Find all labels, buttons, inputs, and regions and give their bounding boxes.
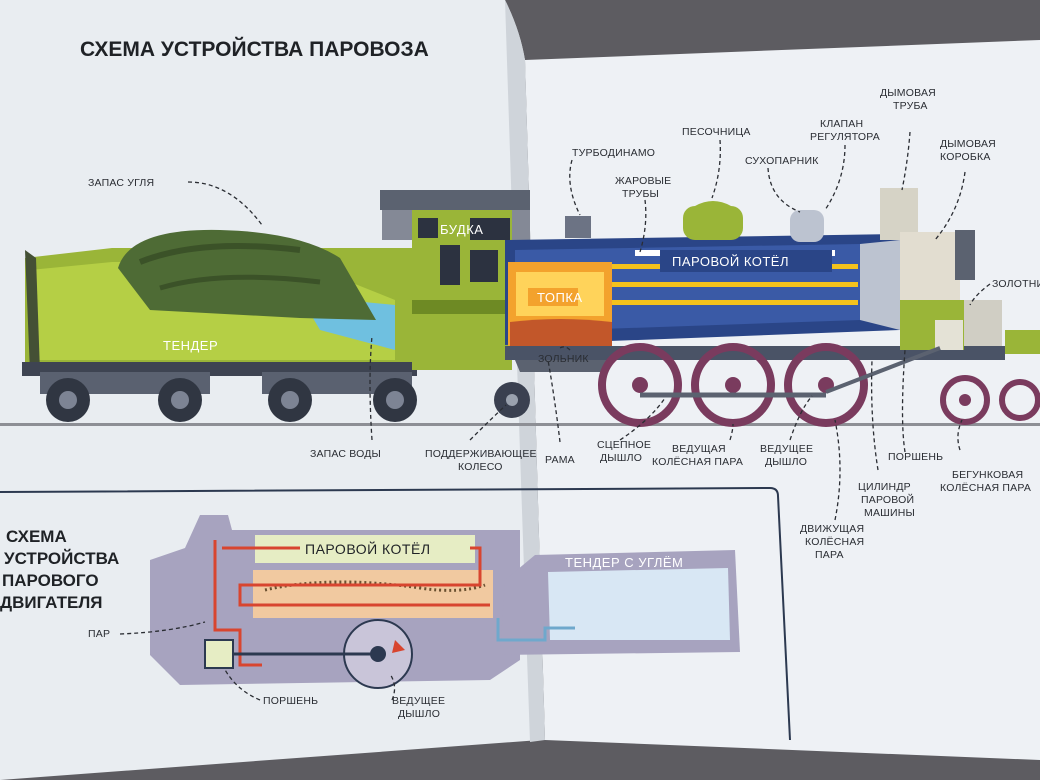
scheme-boiler-label: ПАРОВОЙ КОТЁЛ bbox=[305, 540, 431, 557]
steam-leader bbox=[119, 621, 206, 635]
coal-supply-leader bbox=[187, 181, 263, 226]
steam-label: ПАР bbox=[88, 628, 110, 640]
coupling-rod-label: СЦЕПНОЕ ДЫШЛО bbox=[597, 439, 654, 464]
driving-pair-label: ВЕДУЩАЯ КОЛЁСНАЯ ПАРА bbox=[652, 443, 743, 468]
boiler-label: ПАРОВОЙ КОТЁЛ bbox=[672, 254, 789, 269]
scheme-tender-label: ТЕНДЕР С УГЛЁМ bbox=[565, 555, 683, 570]
turbo-leader bbox=[569, 159, 581, 216]
scheme-boiler-body bbox=[253, 570, 493, 618]
dome-label: СУХОПАРНИК bbox=[745, 155, 819, 167]
sandbox-label: ПЕСОЧНИЦА bbox=[682, 126, 751, 138]
frame-leader bbox=[547, 359, 561, 443]
moving-pair-leader bbox=[834, 419, 841, 521]
scheme-piston-leader bbox=[223, 667, 261, 701]
scheme-frame-line bbox=[0, 486, 791, 741]
spool-label: ЗОЛОТНИ bbox=[992, 278, 1040, 290]
bogie-leader bbox=[957, 419, 963, 451]
chimney-label: ДЫМОВАЯ ТРУБА bbox=[880, 87, 939, 112]
driving-wheels bbox=[494, 343, 1040, 427]
tender-bogies bbox=[40, 372, 417, 422]
water-supply-label: ЗАПАС ВОДЫ bbox=[310, 448, 381, 460]
cylinder-label: ЦИЛИНДР ПАРОВОЙ МАШИНЫ bbox=[858, 481, 917, 519]
piston-label: ПОРШЕНЬ bbox=[888, 451, 943, 463]
bogie-label: БЕГУНКОВАЯ КОЛЁСНАЯ ПАРА bbox=[940, 469, 1031, 494]
cab: БУДКА bbox=[380, 190, 530, 370]
engine-scheme-body: ПАРОВОЙ КОТЁЛ ТЕНДЕР С УГЛЁМ bbox=[150, 515, 740, 689]
ashpan-label: ЗОЛЬНИК bbox=[538, 353, 589, 365]
scheme-piston-label: ПОРШЕНЬ bbox=[263, 695, 318, 707]
firebox: ТОПКА bbox=[508, 262, 612, 348]
coupling-rod-leader bbox=[619, 397, 666, 441]
scheme-driving-rod-leader bbox=[389, 673, 396, 701]
driving-rod-leader bbox=[789, 395, 813, 441]
dome-and-sandbox bbox=[565, 201, 824, 242]
ashpan-leader bbox=[559, 346, 571, 351]
regulator-label: КЛАПАН РЕГУЛЯТОРА bbox=[810, 118, 880, 143]
driving-pair-leader bbox=[729, 423, 734, 441]
rail-line bbox=[0, 423, 1040, 426]
spool-leader bbox=[969, 283, 991, 306]
cylinder-assembly bbox=[900, 300, 1040, 354]
engine-scheme-title: СХЕМА УСТРОЙСТВА ПАРОВОГО ДВИГАТЕЛЯ bbox=[0, 527, 124, 612]
sandbox-leader bbox=[711, 139, 721, 199]
scheme-piston-box bbox=[204, 639, 234, 669]
chimney-leader bbox=[901, 131, 911, 191]
firebox-label: ТОПКА bbox=[537, 290, 583, 305]
smokebox-leader bbox=[934, 171, 966, 241]
cab-label: БУДКА bbox=[440, 222, 483, 237]
moving-pair-label: ДВИЖУЩАЯ КОЛЁСНАЯ ПАРА bbox=[800, 523, 867, 561]
trailing-wheel-label: ПОДДЕРЖИВАЮЩЕЕ КОЛЕСО bbox=[425, 448, 540, 473]
chimney-and-smokebox bbox=[880, 188, 1002, 346]
water-supply-leader bbox=[369, 335, 373, 441]
piston-leader bbox=[901, 349, 906, 453]
tender-label: ТЕНДЕР bbox=[163, 338, 218, 353]
dome-leader bbox=[767, 167, 801, 213]
turbo-label: ТУРБОДИНАМО bbox=[572, 147, 655, 159]
driving-rod-label: ВЕДУЩЕЕ ДЫШЛО bbox=[760, 443, 816, 468]
page-title: СХЕМА УСТРОЙСТВА ПАРОВОЗА bbox=[80, 37, 429, 61]
coal-supply-label: ЗАПАС УГЛЯ bbox=[88, 177, 154, 189]
scheme-driving-rod-label: ВЕДУЩЕЕ ДЫШЛО bbox=[392, 695, 448, 720]
cylinder-leader bbox=[870, 359, 879, 471]
smokebox-label: ДЫМОВАЯ КОРОБКА bbox=[940, 138, 999, 163]
frame-label: РАМА bbox=[545, 454, 575, 466]
tender: ТЕНДЕР bbox=[22, 229, 417, 376]
flue-tubes-label: ЖАРОВЫЕ ТРУБЫ bbox=[615, 175, 674, 200]
